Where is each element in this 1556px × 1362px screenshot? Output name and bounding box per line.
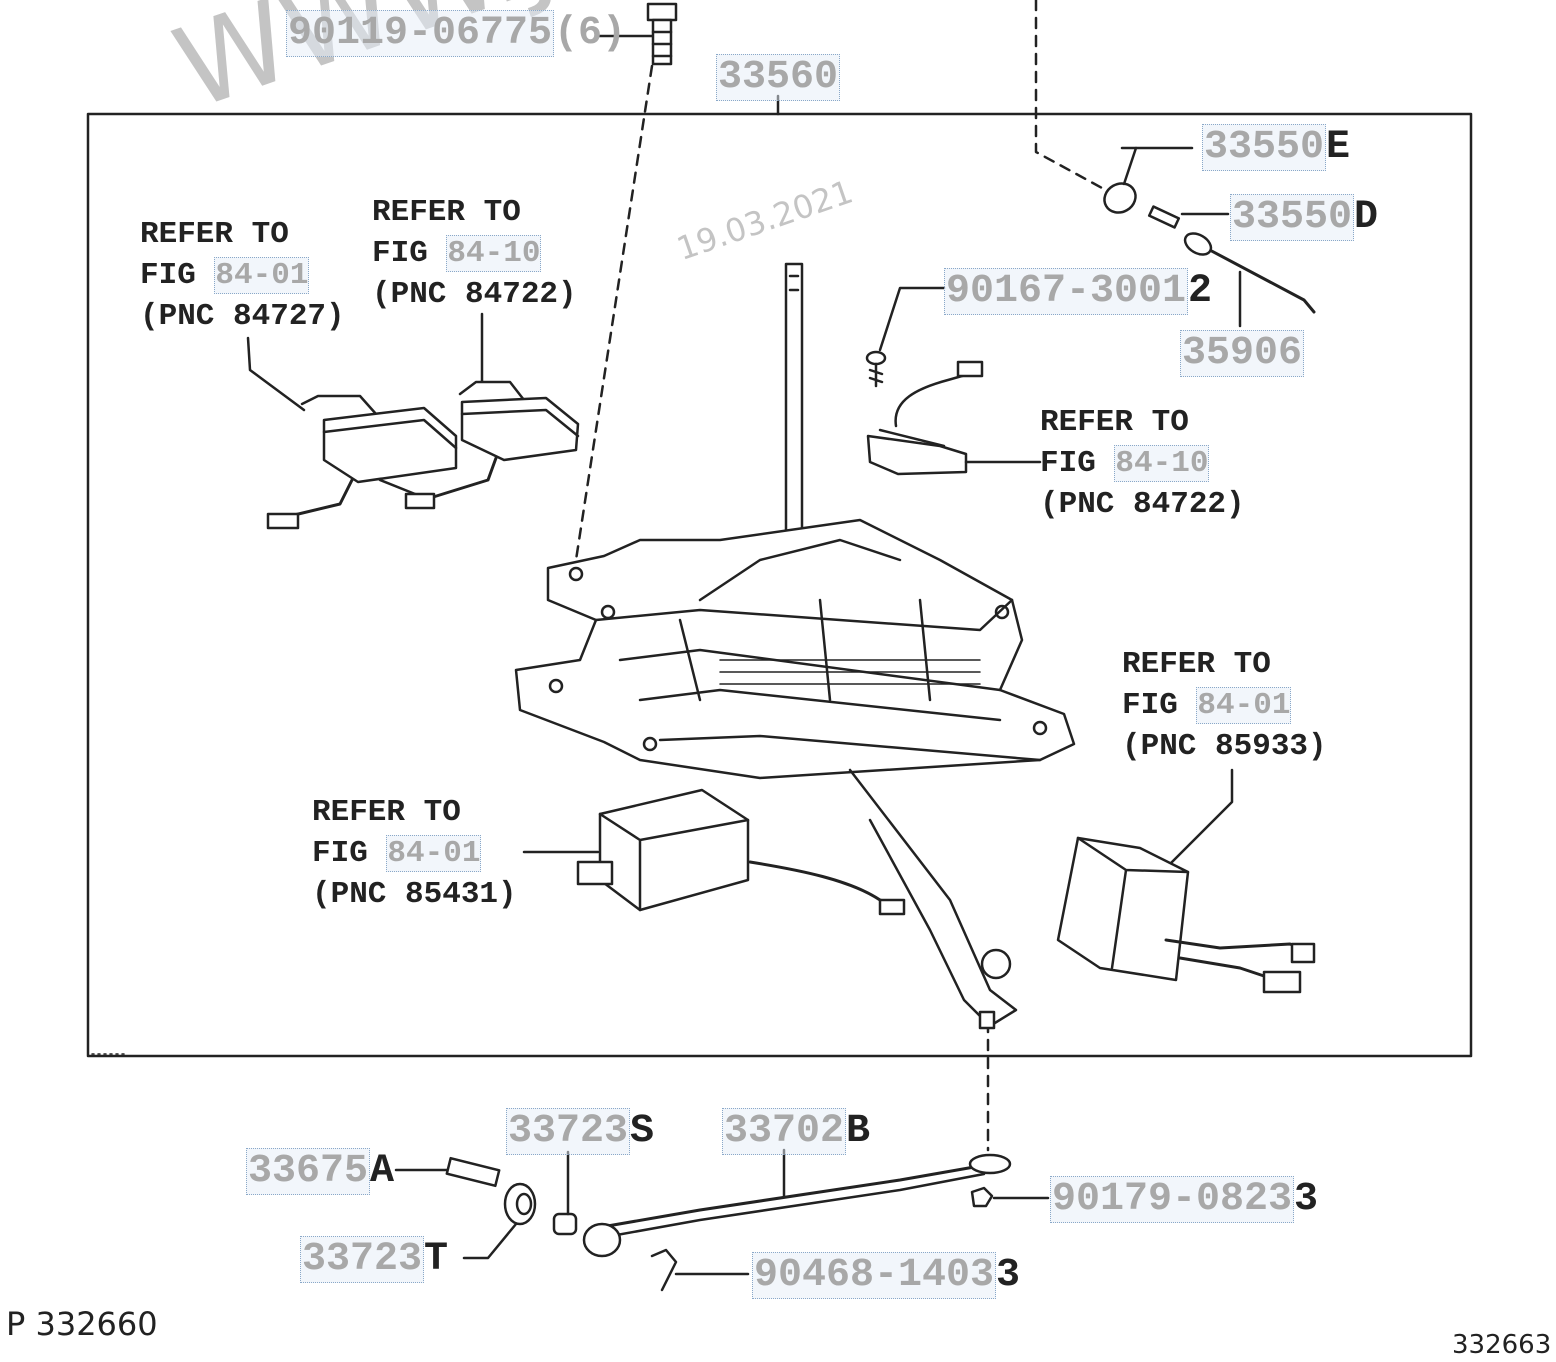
footer-page-code: P 332660	[6, 1305, 158, 1343]
part-number: 90119-06775	[286, 10, 555, 57]
refer-note: REFER TO FIG 84-10 (PNC 84722)	[1040, 402, 1245, 525]
part-suffix: D	[1354, 195, 1379, 240]
part-label: 33723T	[300, 1236, 449, 1283]
part-number: 33702	[722, 1108, 847, 1155]
part-suffix: 3	[996, 1253, 1021, 1298]
fig-number: 84-01	[386, 835, 482, 872]
refer-note: REFER TO FIG 84-01 (PNC 85431)	[312, 792, 517, 915]
refer-note: REFER TO FIG 84-01 (PNC 84727)	[140, 214, 345, 337]
part-label: 33702B	[722, 1108, 871, 1155]
part-label: 35906	[1180, 330, 1305, 377]
fig-number: 84-10	[1114, 445, 1210, 482]
part-label: 90167-30012	[944, 268, 1213, 315]
part-label-33560: 33560	[716, 54, 841, 101]
pnc-text: (PNC 84727)	[140, 299, 345, 334]
pnc-text: (PNC 85431)	[312, 877, 517, 912]
part-suffix: A	[370, 1149, 395, 1194]
fig-line: FIG 84-01	[140, 255, 345, 296]
part-number: 90167-3001	[944, 268, 1189, 315]
control-rod-hardware	[394, 1148, 1050, 1292]
part-suffix: T	[424, 1237, 449, 1282]
module-middle	[404, 312, 580, 510]
fig-number: 84-01	[214, 257, 310, 294]
refer-to-text: REFER TO	[372, 195, 521, 230]
module-lower-right	[1056, 768, 1316, 994]
refer-note: REFER TO FIG 84-10 (PNC 84722)	[372, 192, 577, 315]
fig-prefix: FIG	[140, 258, 215, 293]
part-suffix: 2	[1188, 269, 1213, 314]
shift-lock-solenoid	[522, 788, 906, 916]
fig-line: FIG 84-10	[372, 233, 577, 274]
fig-prefix: FIG	[1122, 688, 1197, 723]
dashed-connectors	[574, 0, 1104, 1152]
fig-prefix: FIG	[1040, 446, 1115, 481]
part-number: 90179-0823	[1050, 1176, 1295, 1223]
part-suffix: E	[1326, 125, 1351, 170]
fig-line: FIG 84-01	[312, 833, 517, 874]
screw	[865, 286, 946, 388]
refer-note: REFER TO FIG 84-01 (PNC 85933)	[1122, 644, 1327, 767]
fig-number: 84-10	[446, 235, 542, 272]
refer-to-text: REFER TO	[140, 217, 289, 252]
refer-to-text: REFER TO	[1040, 405, 1189, 440]
part-suffix: S	[630, 1109, 655, 1154]
part-number: 33723	[300, 1236, 425, 1283]
part-number: 33550	[1230, 194, 1355, 241]
pnc-text: (PNC 84722)	[1040, 487, 1245, 522]
fig-prefix: FIG	[312, 836, 387, 871]
fig-line: FIG 84-10	[1040, 443, 1245, 484]
shift-lever-assembly	[514, 262, 1076, 1030]
part-label: 90468-14033	[752, 1252, 1021, 1299]
part-label: 33675A	[246, 1148, 395, 1195]
pnc-text: (PNC 85933)	[1122, 729, 1327, 764]
part-label: 33550E	[1202, 124, 1351, 171]
part-suffix: B	[846, 1109, 871, 1154]
part-number: 33675	[246, 1148, 371, 1195]
part-suffix: 3	[1294, 1177, 1319, 1222]
footer-figure-code: 332663	[1452, 1330, 1552, 1360]
module-left	[246, 336, 458, 530]
fig-prefix: FIG	[372, 236, 447, 271]
frame-number: 33560	[716, 54, 841, 101]
pnc-text: (PNC 84722)	[372, 277, 577, 312]
part-number: 90468-1403	[752, 1252, 997, 1299]
part-label: 90119-06775(6)	[286, 10, 627, 57]
part-suffix: (6)	[554, 11, 627, 56]
knob-cap-parts	[1103, 146, 1316, 328]
part-label: 33723S	[506, 1108, 655, 1155]
fig-line: FIG 84-01	[1122, 685, 1327, 726]
part-label: 90179-08233	[1050, 1176, 1319, 1223]
bolt-top	[596, 2, 678, 66]
sensor-connector	[866, 360, 1042, 476]
fig-number: 84-01	[1196, 687, 1292, 724]
refer-to-text: REFER TO	[312, 795, 461, 830]
part-number: 35906	[1180, 330, 1305, 377]
part-label: 33550D	[1230, 194, 1379, 241]
part-number: 33550	[1202, 124, 1327, 171]
assembly-frame	[86, 112, 1473, 1058]
refer-to-text: REFER TO	[1122, 647, 1271, 682]
part-number: 33723	[506, 1108, 631, 1155]
